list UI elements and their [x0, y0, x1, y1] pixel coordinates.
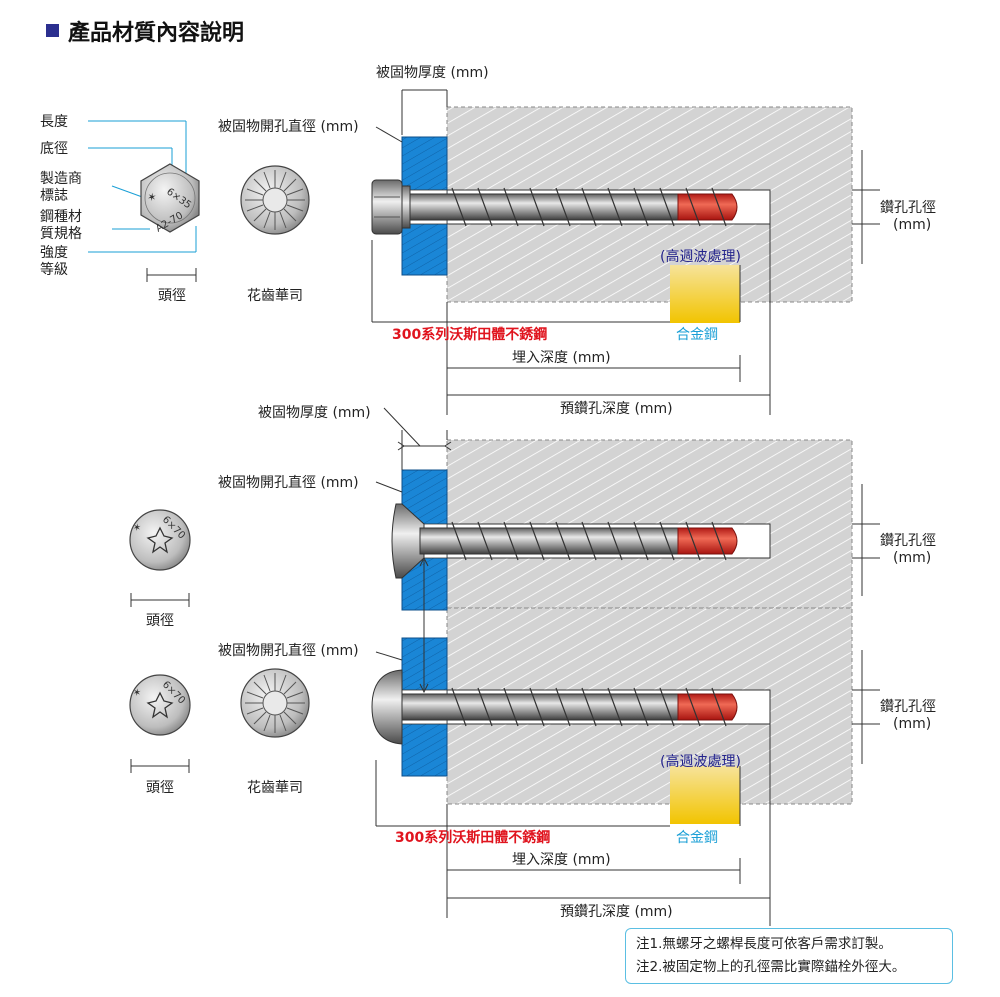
label-hf-2: (高週波處理): [660, 753, 741, 770]
label-drill-dia-1b: (mm): [893, 217, 931, 233]
header-bullet-icon: [46, 24, 59, 37]
alloy-zone-2: [670, 766, 740, 824]
label-steel-2: 質規格: [40, 226, 82, 242]
head-dia-dimension-3: [130, 759, 190, 773]
alloy-zone-1: [670, 265, 740, 323]
label-drill-dia-2b: (mm): [893, 550, 931, 566]
head-dia-dimension-1: [146, 268, 197, 282]
label-base-dia: 底徑: [40, 141, 68, 157]
label-head-dia-2: 頭徑: [146, 613, 174, 629]
head-dia-dimension-2: [130, 593, 190, 607]
label-steel-1: 鋼種材: [40, 209, 82, 225]
label-drill-dia-1a: 鑽孔孔徑: [880, 200, 936, 216]
label-maker-2: 標誌: [40, 188, 68, 204]
button-head-bolt-side-view: [371, 669, 738, 745]
serrated-washer-icon-2: [240, 668, 310, 738]
label-drill-dia-3b: (mm): [893, 716, 931, 732]
torx-head-view-1: ✶ 6×70: [129, 509, 191, 571]
note-2: 注2.被固定物上的孔徑需比實際錨栓外徑大。: [636, 959, 906, 975]
label-drill-dia-3a: 鑽孔孔徑: [880, 699, 936, 715]
label-alloy-2: 合金鋼: [676, 830, 718, 846]
note-1: 注1.無螺牙之螺桿長度可依客戶需求訂製。: [636, 936, 892, 952]
label-fixture-thickness-1: 被固物厚度 (mm): [376, 65, 489, 81]
label-predrill-1: 預鑽孔深度 (mm): [560, 401, 673, 417]
torx-head-view-2: ✶ 6×70: [129, 674, 191, 736]
notes-box: 注1.無螺牙之螺桿長度可依客戶需求訂製。 注2.被固定物上的孔徑需比實際錨栓外徑…: [625, 928, 953, 984]
top-dimensions: [371, 89, 880, 415]
label-embed-2: 埋入深度 (mm): [512, 852, 611, 868]
label-embed-1: 埋入深度 (mm): [512, 350, 611, 366]
hex-head-view: ✶ 6×35 A2-70: [88, 120, 200, 253]
label-head-dia-1: 頭徑: [158, 288, 186, 304]
label-maker-1: 製造商: [40, 171, 82, 187]
label-predrill-2: 預鑽孔深度 (mm): [560, 904, 673, 920]
label-head-dia-3: 頭徑: [146, 780, 174, 796]
label-fixture-hole-3: 被固物開孔直徑 (mm): [218, 642, 359, 659]
lower-dimensions: [375, 407, 880, 926]
label-strength-2: 等級: [40, 261, 68, 278]
label-stainless-1: 300系列沃斯田體不銹鋼: [392, 326, 547, 343]
label-drill-dia-2a: 鑽孔孔徑: [880, 533, 936, 549]
serrated-washer-icon: [240, 165, 310, 235]
label-hf-1: (高週波處理): [660, 248, 741, 265]
label-washer-2: 花齒華司: [247, 780, 303, 796]
label-fixture-thickness-2: 被固物厚度 (mm): [258, 405, 371, 421]
label-washer-1: 花齒華司: [247, 288, 303, 304]
label-alloy-1: 合金鋼: [676, 327, 718, 343]
label-fixture-hole-2: 被固物開孔直徑 (mm): [218, 474, 359, 491]
label-fixture-hole-1: 被固物開孔直徑 (mm): [218, 118, 359, 135]
page-title: 產品材質內容說明: [68, 20, 244, 46]
label-strength-1: 強度: [40, 245, 68, 261]
hex-bolt-side-view: [371, 179, 738, 235]
countersunk-bolt-side-view: [391, 503, 738, 579]
label-stainless-2: 300系列沃斯田體不銹鋼: [395, 829, 550, 846]
label-length: 長度: [40, 114, 68, 130]
